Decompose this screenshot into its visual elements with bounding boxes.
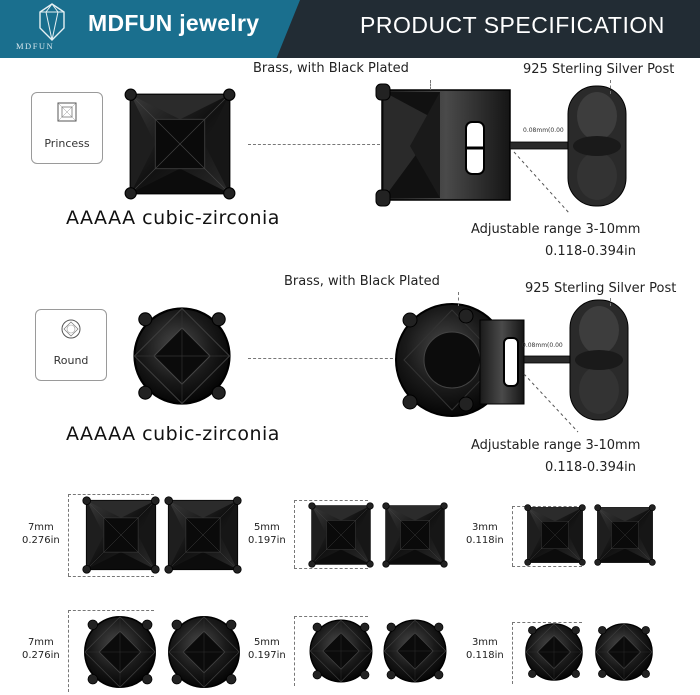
round-side-view [395, 299, 629, 421]
material-pointer-princess [430, 80, 431, 90]
range-pointer-round [523, 373, 579, 433]
size-guide-square-3mm [512, 506, 513, 566]
round-stud-5mm-b [383, 619, 447, 683]
range-inch-round: 0.118-0.394in [545, 460, 636, 475]
range-pointer-princess [513, 151, 571, 215]
square-stud-3mm-b [594, 504, 656, 566]
diamond-logo-icon [39, 3, 65, 41]
post-gauge-round: 0.08mm(0.00 [522, 342, 563, 349]
brand-name: MDFUN jewelry [88, 10, 260, 36]
round-stud-3mm-a [525, 623, 583, 681]
size-guide-square-7mm [68, 494, 69, 576]
banner-dark-section [326, 0, 700, 58]
post-label-round: 925 Sterling Silver Post [525, 281, 677, 296]
shape-card-round: Round [35, 309, 107, 381]
stone-label-princess: AAAAA cubic-zirconia [66, 207, 280, 229]
size-guide-round-3mm [512, 622, 513, 684]
range-label-round: Adjustable range 3-10mm [471, 438, 641, 453]
post-pointer-princess [610, 80, 611, 94]
logo-text: MDFUN [16, 41, 55, 51]
size-guide-round-7mm [68, 610, 69, 692]
round-stud-7mm-a [84, 615, 156, 689]
post-label-princess: 925 Sterling Silver Post [523, 62, 675, 77]
square-stud-7mm-b [164, 496, 242, 574]
post-gauge-princess: 0.08mm(0.00 [523, 127, 564, 134]
round-shape-icon [61, 319, 81, 339]
round-stud-5mm-a [309, 619, 373, 683]
square-stud-5mm-b [382, 502, 448, 568]
material-label-princess: Brass, with Black Plated [253, 61, 409, 76]
princess-stone-front [124, 88, 236, 200]
princess-shape-icon [57, 102, 77, 122]
square-stud-3mm-a [524, 504, 586, 566]
square-stud-5mm-a [308, 502, 374, 568]
size-guide-round-5mm [294, 616, 295, 686]
princess-side-view [375, 83, 627, 207]
square-stud-7mm-a [82, 496, 160, 574]
range-inch-princess: 0.118-0.394in [545, 244, 636, 259]
header-banner [0, 0, 700, 58]
shape-label-princess: Princess [44, 137, 90, 150]
page-title: PRODUCT SPECIFICATION [360, 12, 665, 38]
material-pointer-round [458, 292, 459, 306]
shape-card-princess: Princess [31, 92, 103, 164]
round-stud-7mm-b [168, 615, 240, 689]
range-label-princess: Adjustable range 3-10mm [471, 222, 641, 237]
shape-label-round: Round [53, 354, 89, 367]
round-stone-front [133, 307, 231, 405]
stone-label-round: AAAAA cubic-zirconia [66, 423, 280, 445]
material-label-round: Brass, with Black Plated [284, 274, 440, 289]
round-connector-line [248, 358, 398, 359]
post-pointer-round [610, 298, 611, 306]
princess-connector-line [248, 144, 380, 145]
size-guide-square-5mm [294, 500, 295, 568]
round-stud-3mm-b [595, 623, 653, 681]
